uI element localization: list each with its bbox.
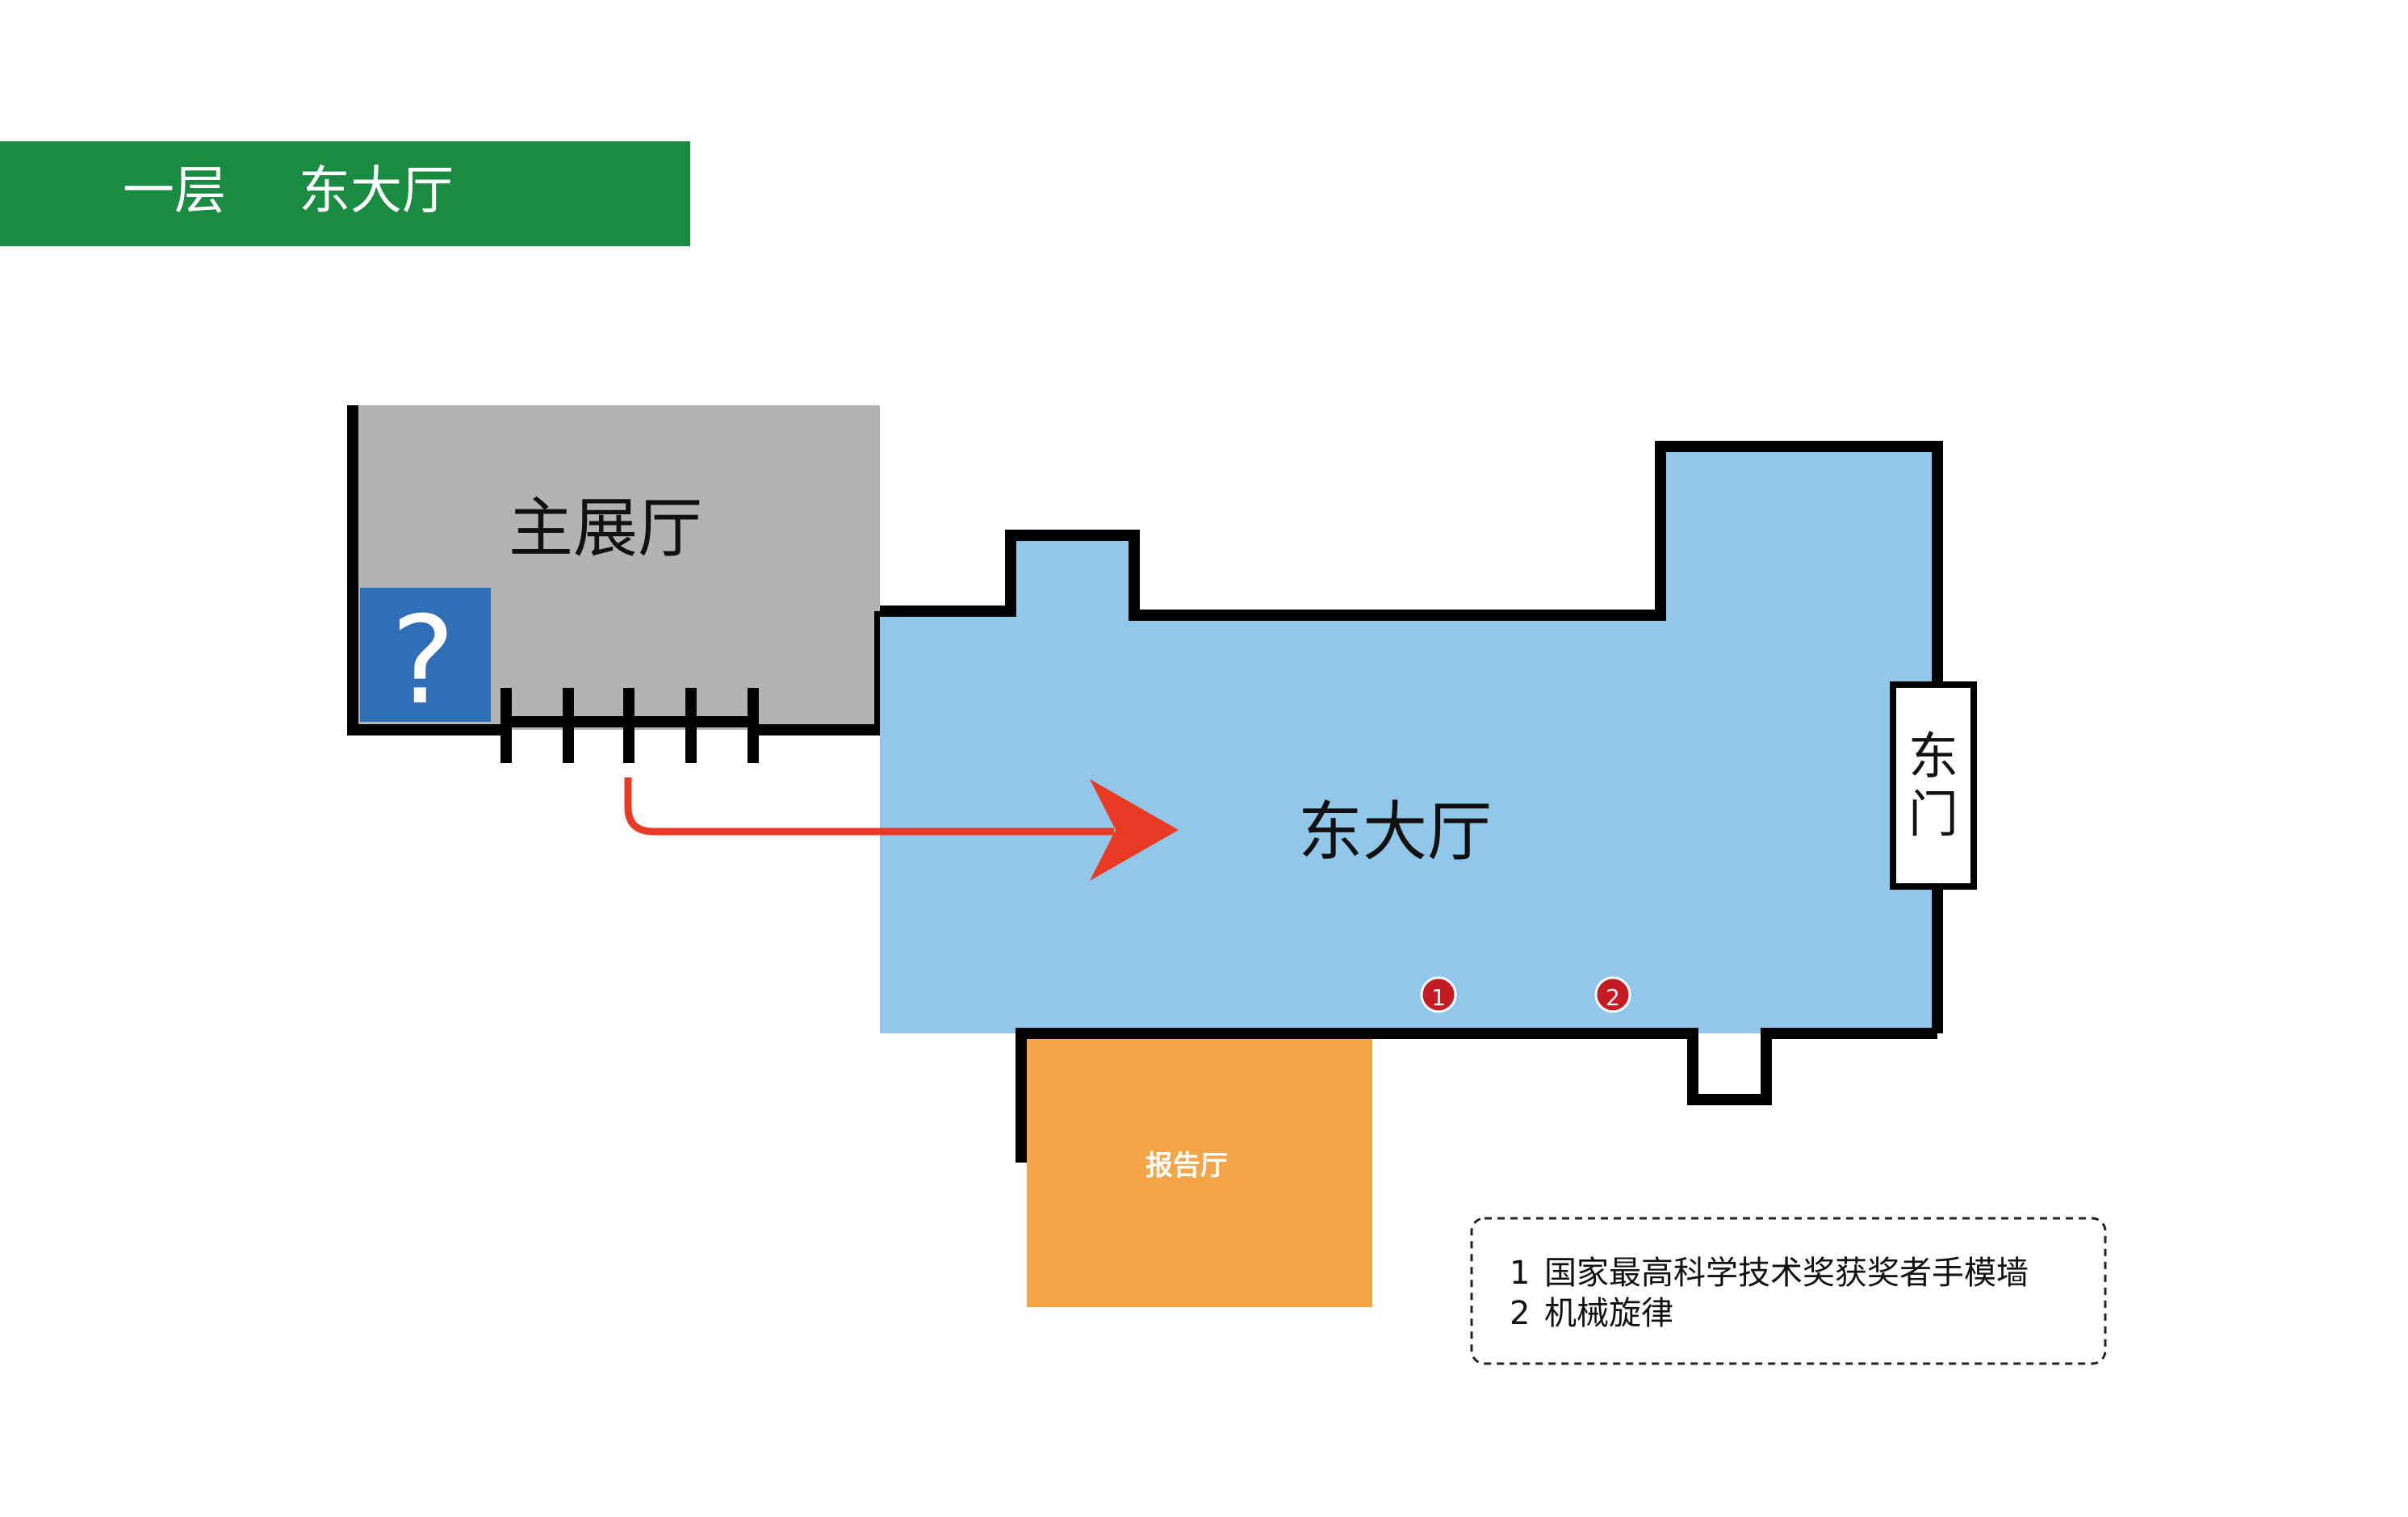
legend-item-1-number: 1 [1510,1255,1530,1292]
east-gate-label-line1: 东 [1908,727,1958,786]
header-bar: 一层 东大厅 [0,141,690,246]
legend-item-2-number: 2 [1510,1295,1530,1332]
floor-label: 一层 [123,161,226,221]
route-arrow-line [624,777,1114,836]
marker-2-circle [1594,976,1631,1013]
marker-2[interactable]: 2 [1594,976,1631,1013]
main-hall-left-wall [347,405,500,735]
lecture-hall-area [1027,1039,1372,1307]
marker-1[interactable]: 1 [1420,976,1457,1013]
legend-item-2-text: 机械旋律 [1544,1295,1673,1332]
lecture-hall-label: 报告厅 [1145,1150,1228,1182]
area-label: 东大厅 [299,161,454,221]
marker-1-circle [1420,976,1457,1013]
east-hall-wall [880,441,1943,1033]
east-gate-label-line2: 门 [1908,785,1958,844]
info-box[interactable]: ? [360,588,491,731]
route-arrow [624,777,1179,881]
east-hall-area [880,446,1937,1033]
east-hall-label: 东大厅 [1298,794,1492,870]
main-hall-label: 主展厅 [509,491,702,566]
legend-box [1470,1217,2107,1365]
entrance-gates [500,688,759,763]
legend-item-1-text: 国家最高科学技术奖获奖者手模墙 [1544,1255,2029,1292]
info-box-background [360,588,491,722]
east-gate-box [1890,681,1977,890]
marker-1-number: 1 [1431,984,1446,1011]
question-mark-icon: ? [391,591,455,731]
east-hall[interactable]: 东大厅 [880,441,1943,1033]
marker-2-number: 2 [1606,984,1620,1011]
legend: 1 国家最高科学技术奖获奖者手模墙 2 机械旋律 [1470,1217,2107,1365]
east-hall-south-wall [1016,1028,1937,1163]
lecture-hall[interactable]: 报告厅 [1027,1039,1372,1307]
east-gate[interactable]: 东 门 [1890,681,1977,890]
header-background [0,141,690,246]
route-arrow-head [1090,779,1179,881]
